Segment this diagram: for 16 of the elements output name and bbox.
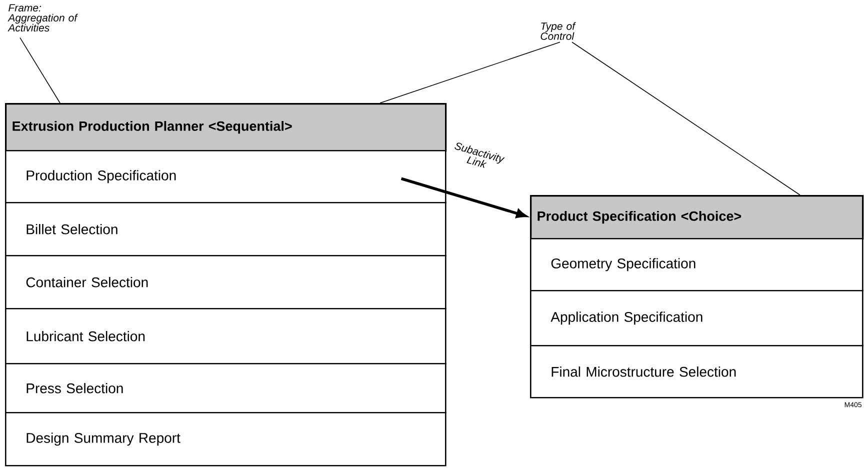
activity-row: Container Selection xyxy=(5,255,446,310)
activity-row: Production Specification xyxy=(5,150,446,204)
activity-row: Geometry Specification xyxy=(530,238,864,292)
activity-row: Application Specification xyxy=(530,290,864,346)
activity-row: Billet Selection xyxy=(5,202,446,256)
frame-header: Extrusion Production Planner <Sequential> xyxy=(5,103,447,152)
activity-row: Final Microstructure Selection xyxy=(530,345,864,398)
leader-line xyxy=(380,42,560,104)
annotation-text: Type of Control xyxy=(540,22,576,40)
leader-line xyxy=(20,37,60,104)
leader-line xyxy=(572,42,800,196)
activity-row: Lubricant Selection xyxy=(5,308,446,364)
activity-row: Design Summary Report xyxy=(5,412,446,466)
frame-header: Product Specification <Choice> xyxy=(530,195,864,240)
activity-row: Press Selection xyxy=(5,363,446,414)
annotation-text: Frame: Aggregation of Activities xyxy=(8,4,78,32)
